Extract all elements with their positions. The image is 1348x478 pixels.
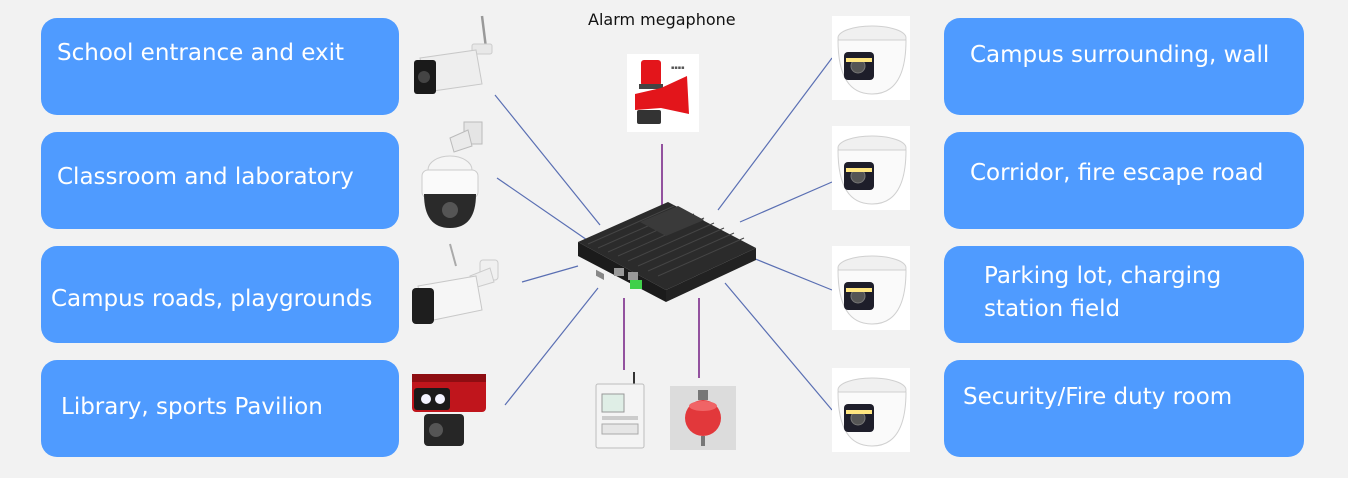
location-label: Security/Fire duty room — [963, 384, 1233, 410]
location-box-classroom: Classroom and laboratory — [41, 132, 399, 229]
location-box-campus-roads: Campus roads, playgrounds — [41, 246, 399, 343]
location-label: Corridor, fire escape road — [970, 160, 1264, 186]
location-label: School entrance and exit — [57, 40, 344, 66]
link-right-4 — [724, 282, 833, 411]
smart-meter-icon — [594, 370, 646, 450]
location-label: Library, sports Pavilion — [61, 394, 323, 420]
location-box-parking-lot: Parking lot, charging station field — [944, 246, 1304, 343]
dome-camera-icon — [832, 126, 910, 210]
location-label-line-2: station field — [984, 296, 1121, 323]
link-left-4 — [504, 287, 599, 406]
bullet-camera-4g-icon — [412, 14, 498, 100]
location-label: Campus roads, playgrounds — [51, 286, 373, 312]
location-box-library: Library, sports Pavilion — [41, 360, 399, 457]
link-right-2 — [739, 181, 833, 223]
alarm-megaphone-icon: ▪▪▪▪ — [627, 54, 699, 132]
location-label: Campus surrounding, wall — [970, 42, 1270, 68]
dome-camera-icon — [832, 368, 910, 452]
dome-camera-icon — [832, 16, 910, 100]
location-box-campus-surrounding: Campus surrounding, wall — [944, 18, 1304, 115]
svg-text:▪▪▪▪: ▪▪▪▪ — [671, 65, 685, 71]
ptz-dome-camera-icon — [416, 120, 488, 230]
alarm-megaphone-label: Alarm megaphone — [588, 10, 736, 29]
red-bullet-camera-icon — [410, 372, 488, 448]
location-box-school-entrance: School entrance and exit — [41, 18, 399, 115]
location-label: Classroom and laboratory — [57, 164, 354, 190]
bullet-camera-icon — [410, 236, 506, 332]
link-right-1 — [717, 57, 833, 211]
dome-camera-icon — [832, 246, 910, 330]
location-box-security-room: Security/Fire duty room — [944, 360, 1304, 457]
link-right-3 — [747, 255, 833, 291]
edge-ai-box-icon — [574, 196, 760, 304]
link-left-2 — [496, 177, 591, 243]
link-left-1 — [494, 94, 601, 226]
fire-extinguisher-icon — [670, 386, 736, 450]
location-label-line-1: Parking lot, charging — [984, 263, 1222, 289]
link-left-3 — [521, 265, 579, 283]
location-box-corridor: Corridor, fire escape road — [944, 132, 1304, 229]
